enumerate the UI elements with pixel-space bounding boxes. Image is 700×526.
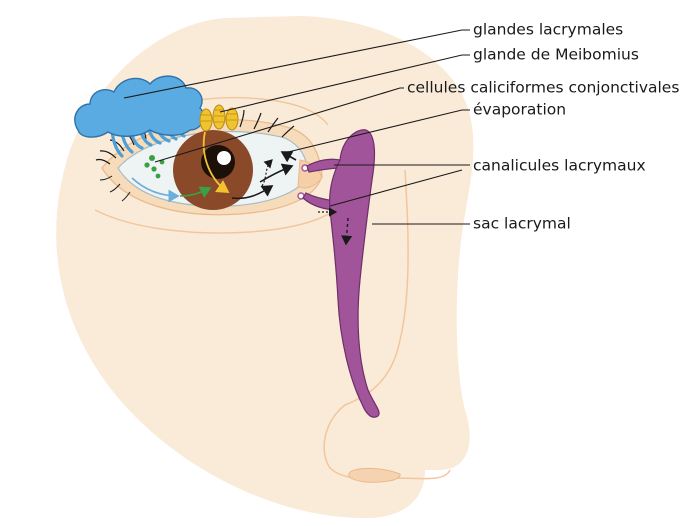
label-lacrimal-sac: sac lacrymal xyxy=(473,215,571,233)
label-canaliculi: canalicules lacrymaux xyxy=(473,157,646,175)
label-evaporation: évaporation xyxy=(473,101,566,119)
label-meibomian-gland: glande de Meibomius xyxy=(473,46,639,64)
eye-reflection xyxy=(217,151,231,165)
label-lacrimal-glands: glandes lacrymales xyxy=(473,21,623,39)
label-goblet-cells: cellules caliciformes conjonctivales xyxy=(407,79,679,97)
lacrimal-gland xyxy=(75,76,204,137)
